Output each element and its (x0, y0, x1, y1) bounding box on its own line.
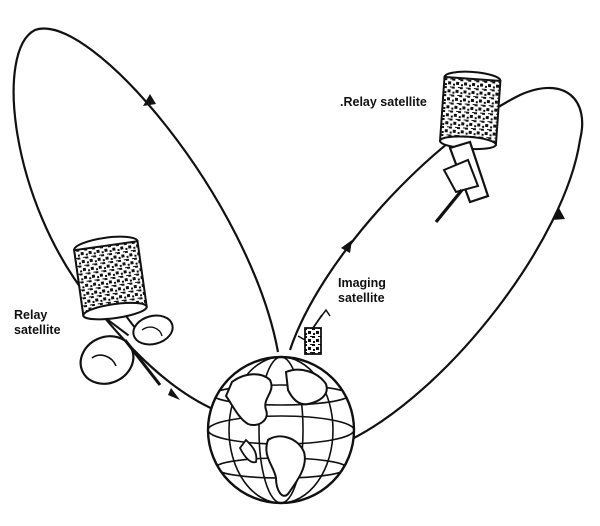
orbit-arrow-icon (341, 240, 352, 253)
relay-right-text: .Relay satellite (340, 95, 427, 109)
imaging-satellite-icon (297, 308, 331, 355)
left-orbit-path (12, 27, 280, 412)
imaging-line1: Imaging (338, 276, 386, 290)
relay-satellite-icon (438, 70, 502, 151)
relay-dish-icon (434, 140, 490, 224)
imaging-satellite-label: Imaging satellite (338, 276, 386, 306)
imaging-line2: satellite (338, 291, 385, 305)
earth-globe-icon (206, 355, 356, 505)
relay-dish-icon (79, 314, 174, 386)
right-orbit-path (288, 86, 584, 441)
orbit-arrow-icon (168, 388, 180, 400)
orbit-arrow-icon (552, 208, 565, 220)
relay-left-line2: satellite (14, 323, 61, 337)
relay-left-line1: Relay (14, 308, 48, 322)
relay-satellite-icon (73, 235, 148, 337)
relay-satellite-left-label: Relay satellite (14, 308, 61, 338)
relay-satellite-right-label: .Relay satellite (340, 95, 427, 110)
orbit-arrow-icon (143, 94, 156, 106)
